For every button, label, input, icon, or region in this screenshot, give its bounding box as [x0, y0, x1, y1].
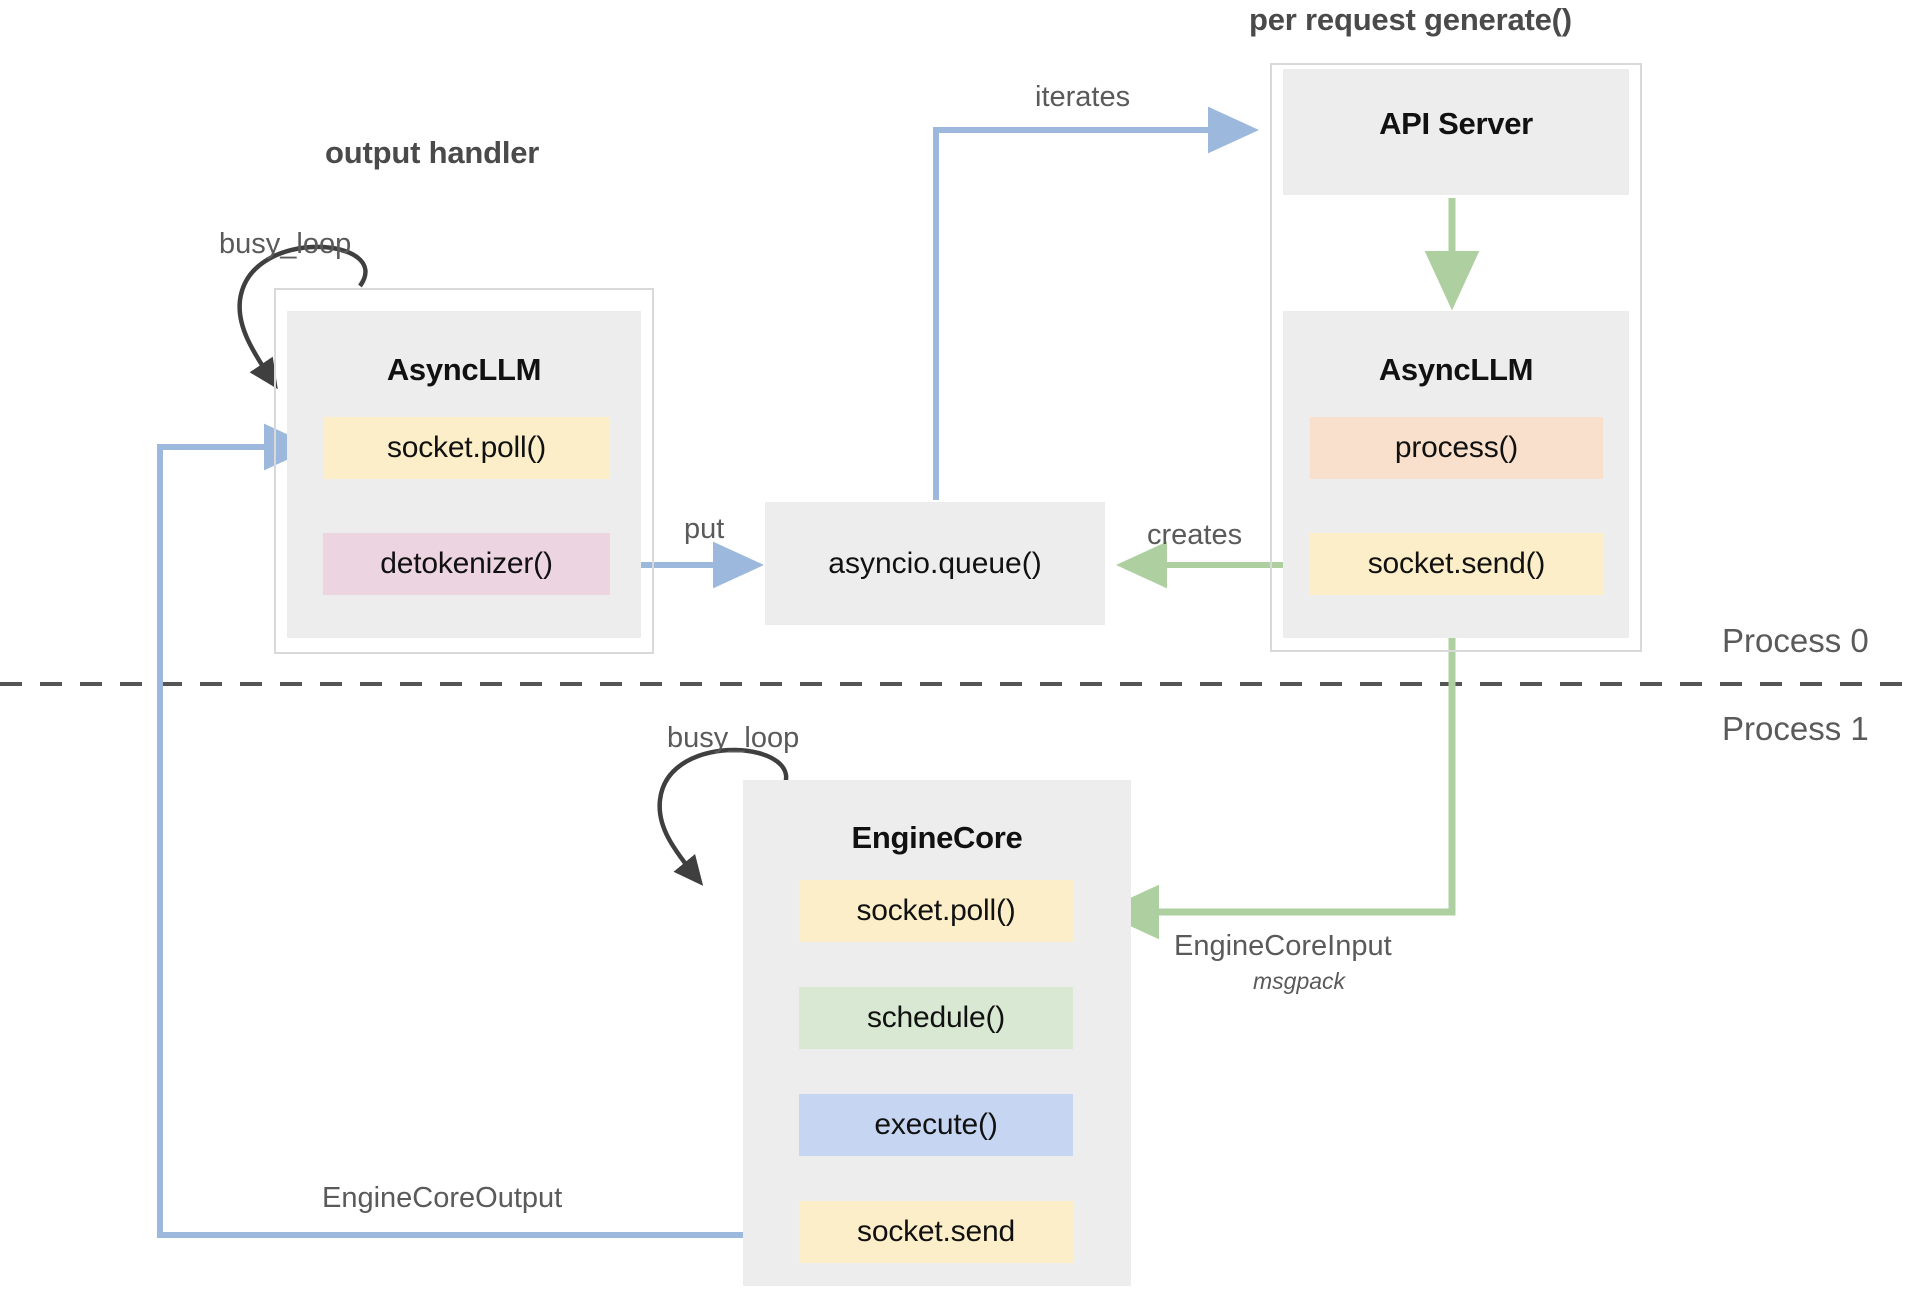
engine-core-input-label: EngineCoreInput	[1174, 930, 1392, 962]
api-server-title: API Server	[1379, 106, 1533, 141]
iterates-arrow	[933, 106, 1259, 500]
api-server-box[interactable]: API Server	[1283, 69, 1629, 195]
asyncio-queue-box[interactable]: asyncio.queue()	[765, 502, 1105, 625]
chip-socket-poll-engine-core[interactable]: socket.poll()	[799, 880, 1073, 942]
chip-schedule[interactable]: schedule()	[799, 987, 1073, 1049]
chip-socket-poll-output-handler[interactable]: socket.poll()	[323, 417, 610, 479]
engine-core-output-label: EngineCoreOutput	[322, 1182, 563, 1214]
output-handler-title: output handler	[325, 135, 540, 170]
chip-detokenizer[interactable]: detokenizer()	[323, 533, 610, 595]
engine-core-input-sublabel: msgpack	[1253, 968, 1346, 994]
request-asyncllm-title: AsyncLLM	[1378, 352, 1534, 387]
iterates-label: iterates	[1035, 81, 1131, 113]
creates-label: creates	[1147, 519, 1243, 551]
output-handler-asyncllm-title: AsyncLLM	[386, 352, 542, 387]
busy-loop-bottom-label: busy_loop	[667, 722, 800, 754]
per-request-generate-frame	[1270, 63, 1642, 652]
chip-process[interactable]: process()	[1310, 417, 1603, 479]
chip-socket-send-engine-core[interactable]: socket.send	[799, 1201, 1073, 1263]
process-1-label: Process 1	[1722, 710, 1869, 747]
chip-execute[interactable]: execute()	[799, 1094, 1073, 1156]
busy-loop-top-label: busy_loop	[219, 228, 352, 260]
put-label: put	[684, 513, 725, 545]
process-0-label: Process 0	[1722, 622, 1869, 659]
engine-core-title: EngineCore	[851, 820, 1023, 855]
chip-socket-send-asyncllm[interactable]: socket.send()	[1310, 533, 1603, 595]
per-request-generate-title: per request generate()	[1249, 2, 1572, 37]
output-handler-frame	[274, 288, 654, 654]
